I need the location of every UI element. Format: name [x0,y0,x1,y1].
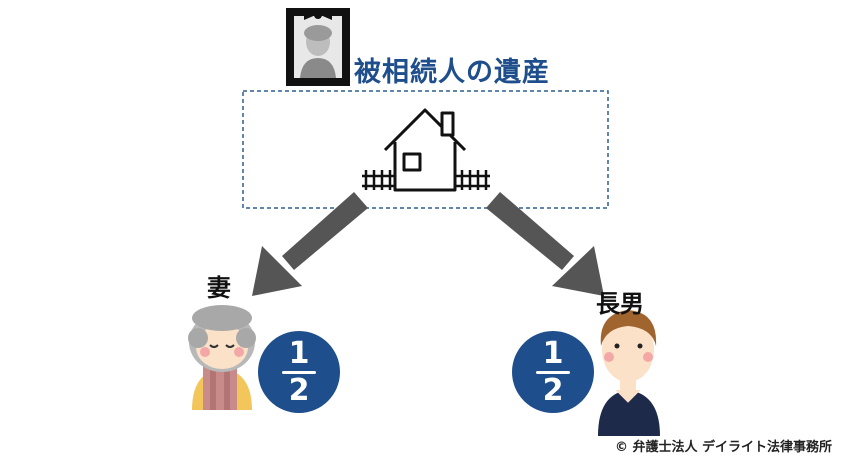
share-badge-eldest-son: 1 2 [512,331,594,413]
house-icon [362,108,490,192]
copyright-text: © 弁護士法人 デイライト法律事務所 [614,440,832,455]
heir-label-eldest-son: 長男 [596,290,644,318]
share-numerator: 1 [288,335,310,371]
share-badge-wife: 1 2 [258,331,340,413]
man-icon [598,310,660,436]
arrow-left-icon [252,192,368,296]
share-denominator: 2 [542,372,564,408]
fraction-bar [536,370,570,374]
heir-label-wife: 妻 [207,274,231,302]
arrow-right-icon [486,192,604,296]
fraction-bar [282,370,316,374]
share-denominator: 2 [288,372,310,408]
share-numerator: 1 [542,335,564,371]
memorial-portrait-icon [286,8,350,86]
estate-box [242,90,609,209]
estate-title: 被相続人の遺産 [354,57,550,88]
elderly-woman-icon [188,305,256,410]
